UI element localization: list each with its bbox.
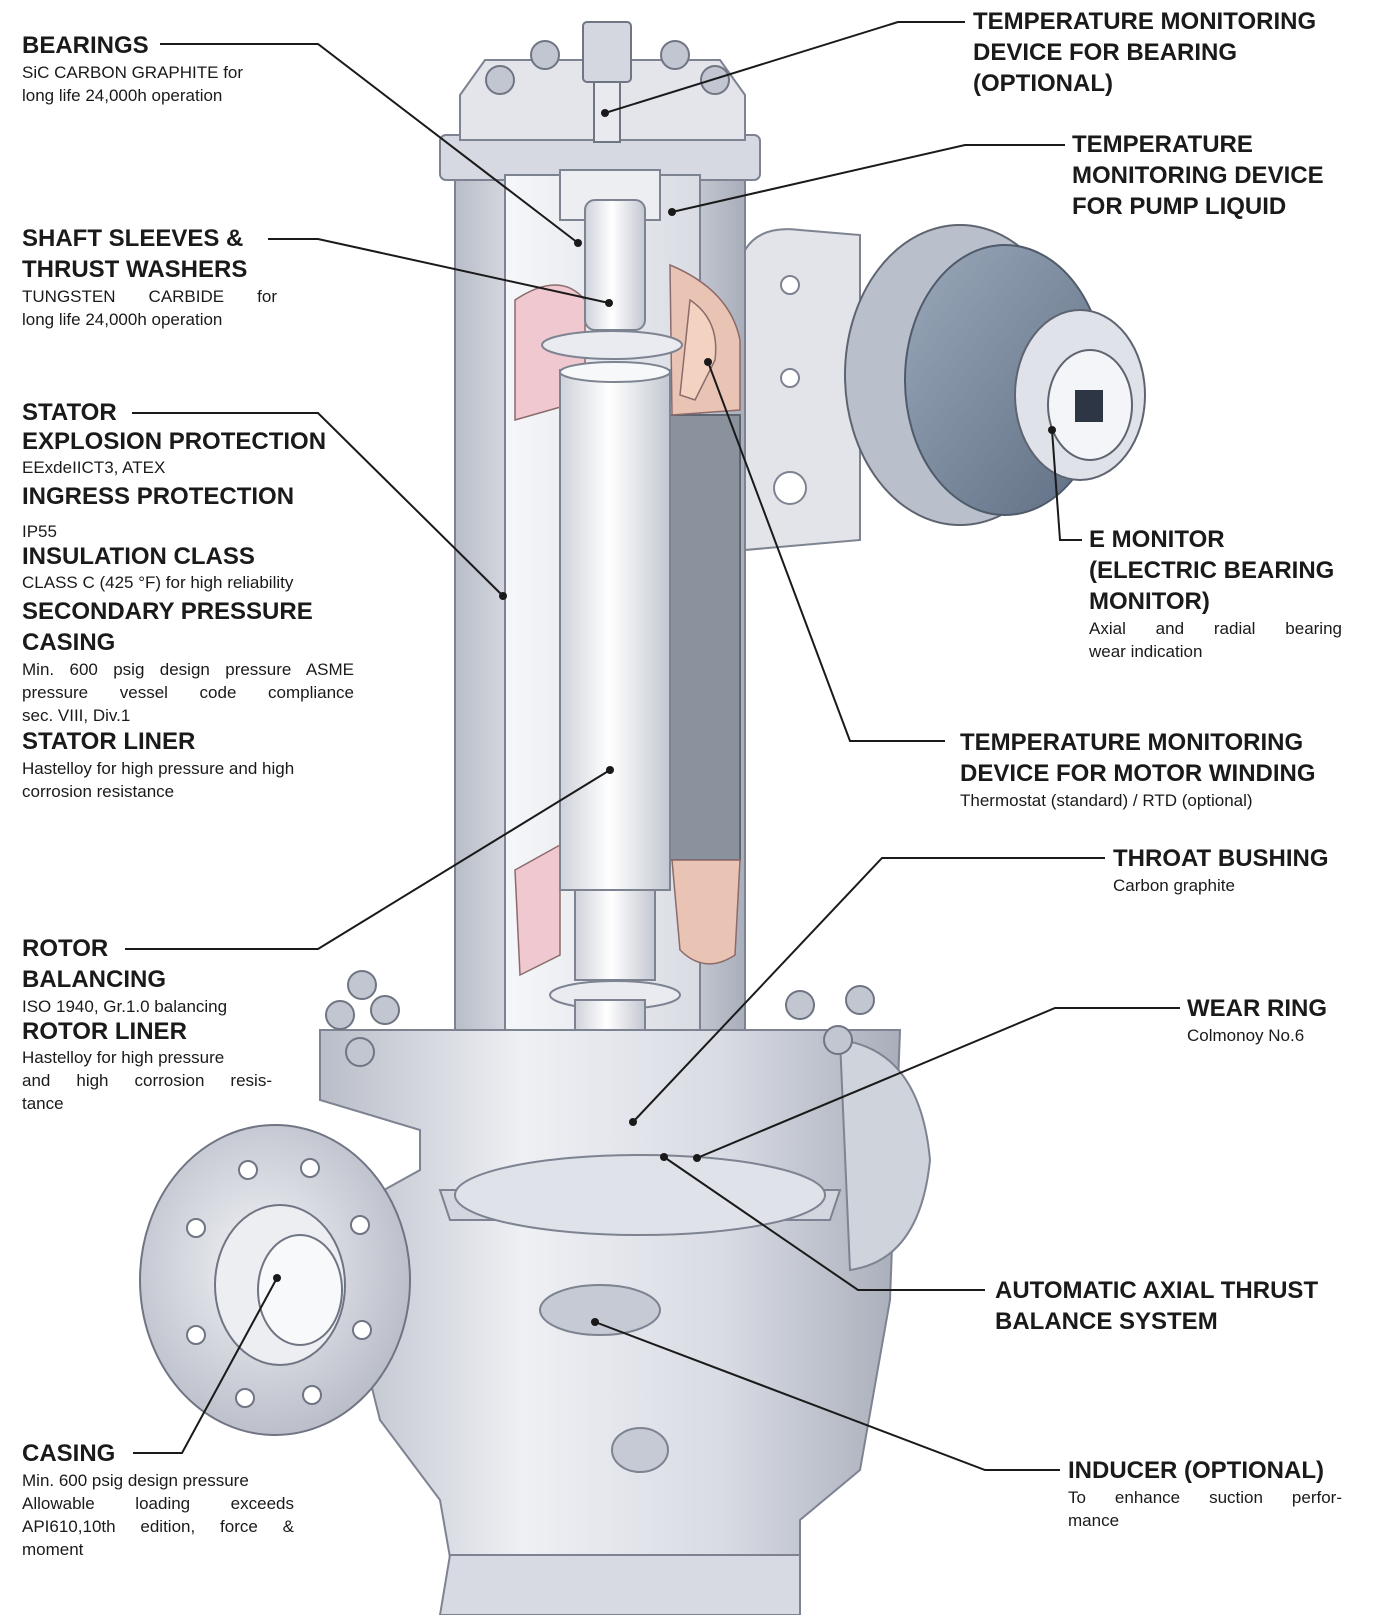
callout-inducer: INDUCER (OPTIONAL) To enhance suction pe… — [1068, 1455, 1342, 1532]
e-monitor-desc-line1: Axial and radial bearing — [1089, 619, 1342, 638]
callout-shaft-sleeves: SHAFT SLEEVES & THRUST WASHERS TUNGSTEN … — [22, 223, 277, 331]
leader-shaft-sleeves — [268, 238, 610, 304]
leader-stator — [132, 412, 504, 597]
secondary-casing-desc-line2: pressure vessel code compliance — [22, 683, 354, 702]
casing-bolts — [325, 970, 875, 1067]
leader-e-monitor — [1051, 429, 1082, 541]
bearings-desc-line2: long life 24,000h operation — [22, 86, 223, 105]
leader-rotor — [125, 769, 611, 950]
leader-inducer — [594, 1321, 1060, 1471]
ingress-protection-desc: IP55 — [22, 522, 57, 541]
temp-bearing-title-line3: (OPTIONAL) — [973, 70, 1113, 97]
e-monitor-title-line1: E MONITOR — [1089, 526, 1225, 553]
leader-lines — [125, 21, 1180, 1471]
stator-core — [669, 414, 741, 861]
rotor-liner-desc-line2: and high corrosion resis- — [22, 1071, 272, 1090]
leader-temp-liquid — [671, 144, 1065, 213]
callout-throat-bushing: THROAT BUSHING Carbon graphite — [1113, 843, 1329, 897]
callout-temp-liquid: TEMPERATURE MONITORING DEVICE FOR PUMP L… — [1072, 129, 1324, 222]
explosion-protection-desc: EExdeIICT3, ATEX — [22, 458, 166, 477]
shaft-sleeves-desc-line1: TUNGSTEN CARBIDE for — [22, 287, 277, 306]
leader-throat-bushing — [632, 857, 1105, 1123]
bearings-title: BEARINGS — [22, 32, 149, 59]
stator-liner-desc-line2: corrosion resistance — [22, 782, 175, 801]
secondary-casing-title-line2: CASING — [22, 629, 116, 656]
throat-bushing-desc: Carbon graphite — [1113, 876, 1235, 895]
casing-desc-line3: API610,10th edition, force & — [22, 1517, 294, 1536]
callout-rotor: ROTOR BALANCING ISO 1940, Gr.1.0 balanci… — [22, 933, 272, 1115]
callout-axial-thrust: AUTOMATIC AXIAL THRUST BALANCE SYSTEM — [995, 1275, 1318, 1337]
rotor-liner-desc-line3: tance — [22, 1094, 64, 1113]
e-monitor-assembly — [744, 224, 1146, 552]
secondary-casing-desc-line3: sec. VIII, Div.1 — [22, 706, 131, 725]
secondary-casing-title-line1: SECONDARY PRESSURE — [22, 598, 313, 625]
temp-liquid-title-line1: TEMPERATURE — [1072, 131, 1253, 158]
rotor-title: ROTOR — [22, 935, 109, 962]
inducer-desc-line2: mance — [1068, 1511, 1120, 1530]
shaft-sleeves-title-line2: THRUST WASHERS — [22, 256, 248, 283]
rotor-balancing-title: BALANCING — [22, 966, 166, 993]
leader-axial-thrust — [663, 1156, 985, 1291]
inducer-desc-line1: To enhance suction perfor- — [1068, 1488, 1342, 1507]
e-monitor-desc-line2: wear indication — [1089, 642, 1203, 661]
stator-liner-title: STATOR LINER — [22, 728, 196, 755]
throat-bushing-title: THROAT BUSHING — [1113, 845, 1329, 872]
casing-title: CASING — [22, 1440, 116, 1467]
bearings-desc-line1: SiC CARBON GRAPHITE for — [22, 63, 244, 82]
axial-thrust-title-line2: BALANCE SYSTEM — [995, 1308, 1218, 1335]
e-monitor-title-line2: (ELECTRIC BEARING — [1089, 557, 1335, 584]
shaft-sleeves-title-line1: SHAFT SLEEVES & — [22, 225, 244, 252]
temp-winding-title-line1: TEMPERATURE MONITORING — [960, 729, 1304, 756]
leader-wear-ring — [696, 1007, 1180, 1159]
leader-temp-winding — [707, 361, 945, 742]
casing-desc-line1: Min. 600 psig design pressure — [22, 1471, 249, 1490]
casing-desc-line4: moment — [22, 1540, 84, 1559]
shaft-sleeves-desc-line2: long life 24,000h operation — [22, 310, 223, 329]
temp-liquid-title-line2: MONITORING DEVICE — [1072, 162, 1324, 189]
stator-title: STATOR — [22, 399, 117, 426]
insulation-class-desc: CLASS C (425 °F) for high reliability — [22, 573, 294, 592]
wear-ring-desc: Colmonoy No.6 — [1187, 1026, 1305, 1045]
ingress-protection-title: INGRESS PROTECTION — [22, 483, 295, 510]
rotor-liner-desc-line1: Hastelloy for high pressure — [22, 1048, 225, 1067]
top-bolts — [485, 21, 730, 143]
leader-temp-bearing — [604, 21, 965, 114]
temp-bearing-title-line1: TEMPERATURE MONITORING — [973, 8, 1317, 35]
explosion-protection-title: EXPLOSION PROTECTION — [22, 428, 327, 455]
pump-casing — [319, 1029, 932, 1615]
temp-bearing-title-line2: DEVICE FOR BEARING — [973, 39, 1238, 66]
callout-wear-ring: WEAR RING Colmonoy No.6 — [1187, 993, 1327, 1047]
e-monitor-title-line3: MONITOR) — [1089, 588, 1210, 615]
leader-dots — [273, 109, 1056, 1326]
insulation-class-title: INSULATION CLASS — [22, 543, 255, 570]
callout-bearings: BEARINGS SiC CARBON GRAPHITE for long li… — [22, 30, 322, 107]
callout-temp-bearing: TEMPERATURE MONITORING DEVICE FOR BEARIN… — [973, 6, 1316, 99]
temp-winding-desc: Thermostat (standard) / RTD (optional) — [960, 791, 1253, 810]
callout-temp-winding: TEMPERATURE MONITORING DEVICE FOR MOTOR … — [960, 727, 1316, 812]
temp-winding-title-line2: DEVICE FOR MOTOR WINDING — [960, 760, 1316, 787]
temp-liquid-title-line3: FOR PUMP LIQUID — [1072, 193, 1287, 220]
secondary-casing-desc-line1: Min. 600 psig design pressure ASME — [22, 660, 354, 679]
axial-thrust-title-line1: AUTOMATIC AXIAL THRUST — [995, 1277, 1319, 1304]
callout-casing: CASING Min. 600 psig design pressure All… — [22, 1438, 294, 1561]
rotor-liner-title: ROTOR LINER — [22, 1018, 187, 1045]
leader-casing — [133, 1277, 278, 1454]
leader-bearings — [160, 43, 579, 244]
wear-ring-title: WEAR RING — [1187, 995, 1327, 1022]
casing-desc-line2: Allowable loading exceeds — [22, 1494, 294, 1513]
inducer-title: INDUCER (OPTIONAL) — [1068, 1457, 1324, 1484]
stator-liner-desc-line1: Hastelloy for high pressure and high — [22, 759, 295, 778]
callout-stator: STATOR EXPLOSION PROTECTION EExdeIICT3, … — [22, 397, 354, 803]
rotor-balancing-desc: ISO 1940, Gr.1.0 balancing — [22, 997, 228, 1016]
callout-e-monitor: E MONITOR (ELECTRIC BEARING MONITOR) Axi… — [1089, 524, 1342, 663]
